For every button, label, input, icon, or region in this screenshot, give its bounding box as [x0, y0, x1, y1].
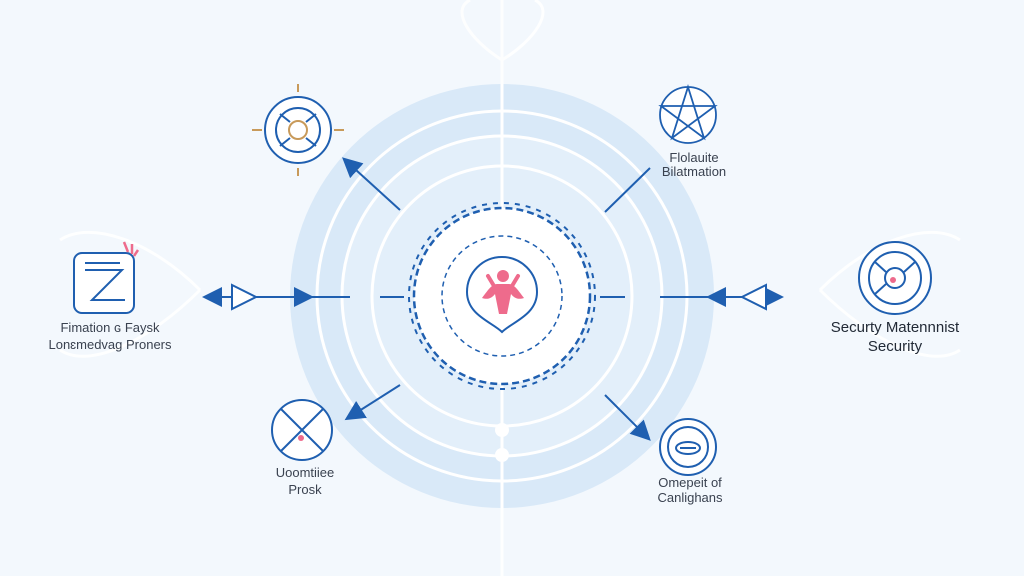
node-top-right[interactable]: Flolauite Bilatmation	[658, 83, 726, 179]
node-top-left[interactable]	[252, 84, 344, 176]
node-label-line: Uoomtiiee	[276, 465, 335, 480]
node-right[interactable]: Securty Matennnist Security	[831, 241, 960, 355]
node-label-line: Canlighans	[657, 490, 723, 505]
node-label-line: Securty Matennnist	[831, 319, 960, 336]
node-label-line: Flolauite	[669, 150, 718, 165]
node-label-line: Fimation ɢ Faysk	[60, 320, 160, 335]
star-network-icon	[658, 83, 718, 144]
node-label-line: Security	[868, 338, 923, 355]
z-framework-icon	[73, 241, 140, 314]
node-left[interactable]: Fimation ɢ Faysk Lonɛmedvag Proners	[48, 241, 172, 352]
connectors	[202, 157, 784, 441]
compass-gear-icon	[252, 84, 344, 176]
crossed-circle-icon	[271, 399, 333, 461]
node-bottom-right[interactable]: Omepeit of Canlighans	[657, 418, 723, 505]
node-label-line: Omepeit of	[658, 475, 722, 490]
person-pin-icon	[465, 256, 539, 334]
node-label-line: Prosk	[288, 482, 322, 497]
shield-target-icon	[858, 241, 932, 315]
node-label-line: Bilatmation	[662, 164, 726, 179]
node-label-line: Lonɛmedvag Proners	[48, 337, 172, 352]
globe-face-icon	[659, 418, 717, 476]
node-bottom-left[interactable]: Uoomtiiee Prosk	[271, 399, 335, 497]
